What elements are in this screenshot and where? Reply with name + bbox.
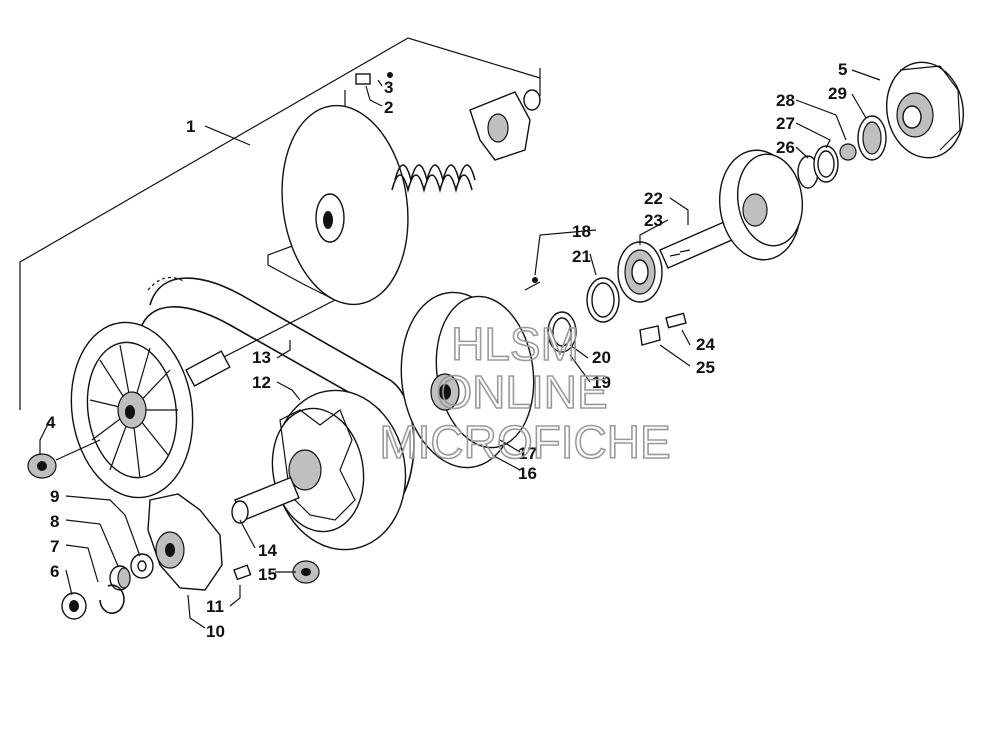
rings-26-28 xyxy=(797,143,857,189)
callout-1: 1 xyxy=(186,117,195,136)
rings-19-21 xyxy=(547,277,620,353)
callout-21: 21 xyxy=(572,247,591,266)
callout-12: 12 xyxy=(252,373,271,392)
callout-18: 18 xyxy=(572,222,591,241)
clutch-drum xyxy=(718,149,804,261)
small-hardware-2-3 xyxy=(355,72,393,85)
drive-clutch-housing xyxy=(400,277,541,469)
watermark-line-3: MICROFICHE xyxy=(379,416,670,468)
bearing-29 xyxy=(857,115,887,161)
callout-23: 23 xyxy=(644,211,663,230)
callout-6: 6 xyxy=(50,562,59,581)
leader-lines xyxy=(39,69,881,629)
callout-13: 13 xyxy=(252,348,271,367)
callout-2: 2 xyxy=(384,98,393,117)
watermark: HLSM ONLINE MICROFICHE xyxy=(379,317,672,469)
callout-20: 20 xyxy=(592,348,611,367)
clutch-shoe-5 xyxy=(885,61,965,159)
callout-17: 17 xyxy=(518,444,537,463)
callout-19: 19 xyxy=(592,373,611,392)
nut-4 xyxy=(27,439,101,479)
cam-spider xyxy=(469,89,541,161)
watermark-line-2: ONLINE xyxy=(436,366,607,418)
drive-belt xyxy=(139,276,415,501)
callout-26: 26 xyxy=(776,138,795,157)
watermark-line-1: HLSM xyxy=(451,318,579,370)
callout-9: 9 xyxy=(50,487,59,506)
ramp-10 xyxy=(147,493,223,591)
callout-11: 11 xyxy=(206,597,224,616)
callout-24: 24 xyxy=(696,335,715,354)
small-parts-11-15 xyxy=(233,560,320,584)
callout-29: 29 xyxy=(828,84,847,103)
clutch-spring xyxy=(391,164,476,194)
callout-7: 7 xyxy=(50,537,59,556)
callout-28: 28 xyxy=(776,91,795,110)
driven-clutch-center xyxy=(231,389,407,551)
callout-25: 25 xyxy=(696,358,715,377)
callouts: 1 2 3 4 5 6 7 8 9 10 11 12 13 14 15 16 1… xyxy=(46,60,847,641)
callout-8: 8 xyxy=(50,512,59,531)
callout-16: 16 xyxy=(518,464,537,483)
callout-22: 22 xyxy=(644,189,663,208)
callout-27: 27 xyxy=(776,114,795,133)
bearing-23 xyxy=(617,241,663,303)
bolt-24-25 xyxy=(639,312,687,346)
callout-15: 15 xyxy=(258,565,277,584)
callout-4: 4 xyxy=(46,413,56,432)
callout-5: 5 xyxy=(838,60,847,79)
washers-6-9 xyxy=(61,553,154,620)
callout-14: 14 xyxy=(258,541,277,560)
callout-10: 10 xyxy=(206,622,225,641)
callout-3: 3 xyxy=(384,78,393,97)
fixed-sheave-fan xyxy=(70,321,231,499)
movable-sheave xyxy=(281,104,409,306)
